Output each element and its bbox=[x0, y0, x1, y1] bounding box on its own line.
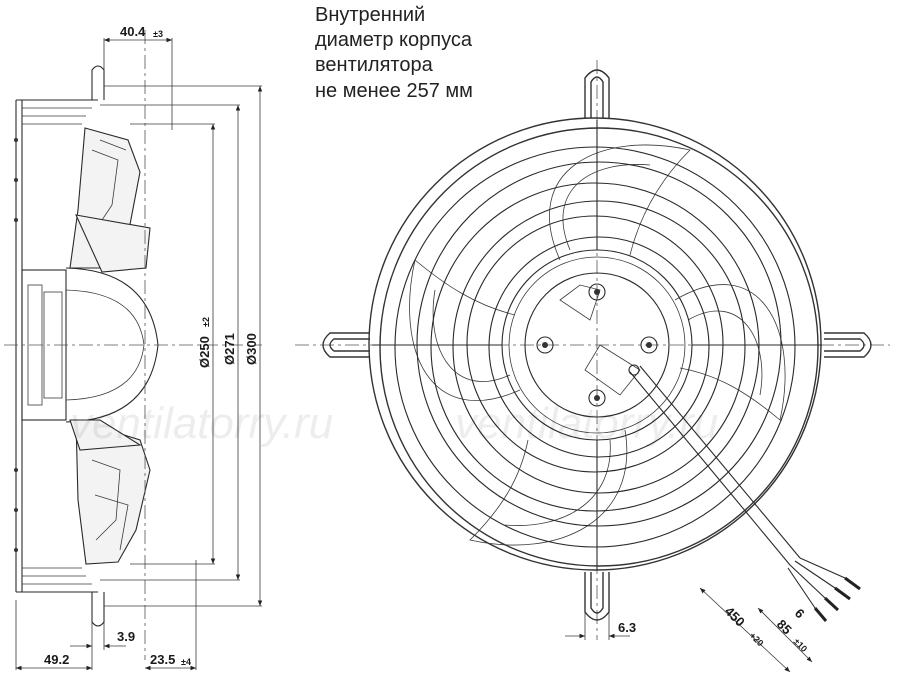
guard-ring bbox=[416, 161, 782, 527]
front-guard-spiral bbox=[368, 117, 822, 571]
guard-ring bbox=[368, 117, 822, 571]
dim-stand-width: 6.3 bbox=[618, 620, 636, 635]
guard-ring bbox=[379, 127, 819, 567]
dim-hub-depth-tolerance: ±4 bbox=[181, 657, 191, 667]
side-view bbox=[4, 30, 262, 660]
guard-ring bbox=[466, 215, 724, 473]
front-guard-spokes bbox=[372, 120, 822, 570]
guard-ring bbox=[488, 236, 710, 458]
dim-wire-strip: 85 bbox=[774, 617, 795, 638]
housing-note: Внутренний диаметр корпуса вентилятора н… bbox=[315, 4, 473, 102]
dim-d271: Ø271 bbox=[222, 333, 237, 365]
dim-wire-end: 6 bbox=[792, 606, 808, 622]
note-line-4: не менее 257 мм bbox=[315, 80, 473, 102]
dim-d250-tolerance: ±2 bbox=[201, 317, 211, 327]
watermark-left: ventilatorry.ru bbox=[70, 399, 333, 448]
front-dimensions: 6.3 450 +20 85 ±10 6 bbox=[565, 587, 813, 673]
dim-hub-depth: 23.5 bbox=[150, 652, 175, 667]
guard-ring bbox=[430, 182, 760, 512]
note-line-3: вентилятора bbox=[315, 54, 434, 76]
front-hub bbox=[501, 249, 693, 441]
note-line-1: Внутренний bbox=[315, 4, 425, 26]
front-cable bbox=[629, 365, 861, 622]
watermark-right: ventilatorry.ru bbox=[455, 399, 718, 448]
dim-top-depth: 40.4 bbox=[120, 24, 146, 39]
dim-flange: 3.9 bbox=[117, 629, 135, 644]
dim-cable-length-tolerance: +20 bbox=[748, 630, 766, 648]
dim-wire-strip-tolerance: ±10 bbox=[792, 636, 810, 654]
dim-top-depth-tolerance: ±3 bbox=[153, 29, 163, 39]
dim-cable-length: 450 bbox=[722, 604, 748, 630]
guard-ring bbox=[394, 146, 796, 548]
note-line-2: диаметр корпуса bbox=[315, 29, 473, 51]
front-view bbox=[295, 60, 890, 640]
guard-ring bbox=[452, 200, 746, 494]
side-dimensions: 40.4 ±3 Ø250 ±2 Ø271 Ø300 3.9 49.2 23.5 … bbox=[15, 24, 263, 671]
dim-d300: Ø300 bbox=[244, 333, 259, 365]
side-blades bbox=[69, 127, 151, 565]
dim-left-depth: 49.2 bbox=[44, 652, 69, 667]
dim-d250: Ø250 bbox=[197, 336, 212, 368]
